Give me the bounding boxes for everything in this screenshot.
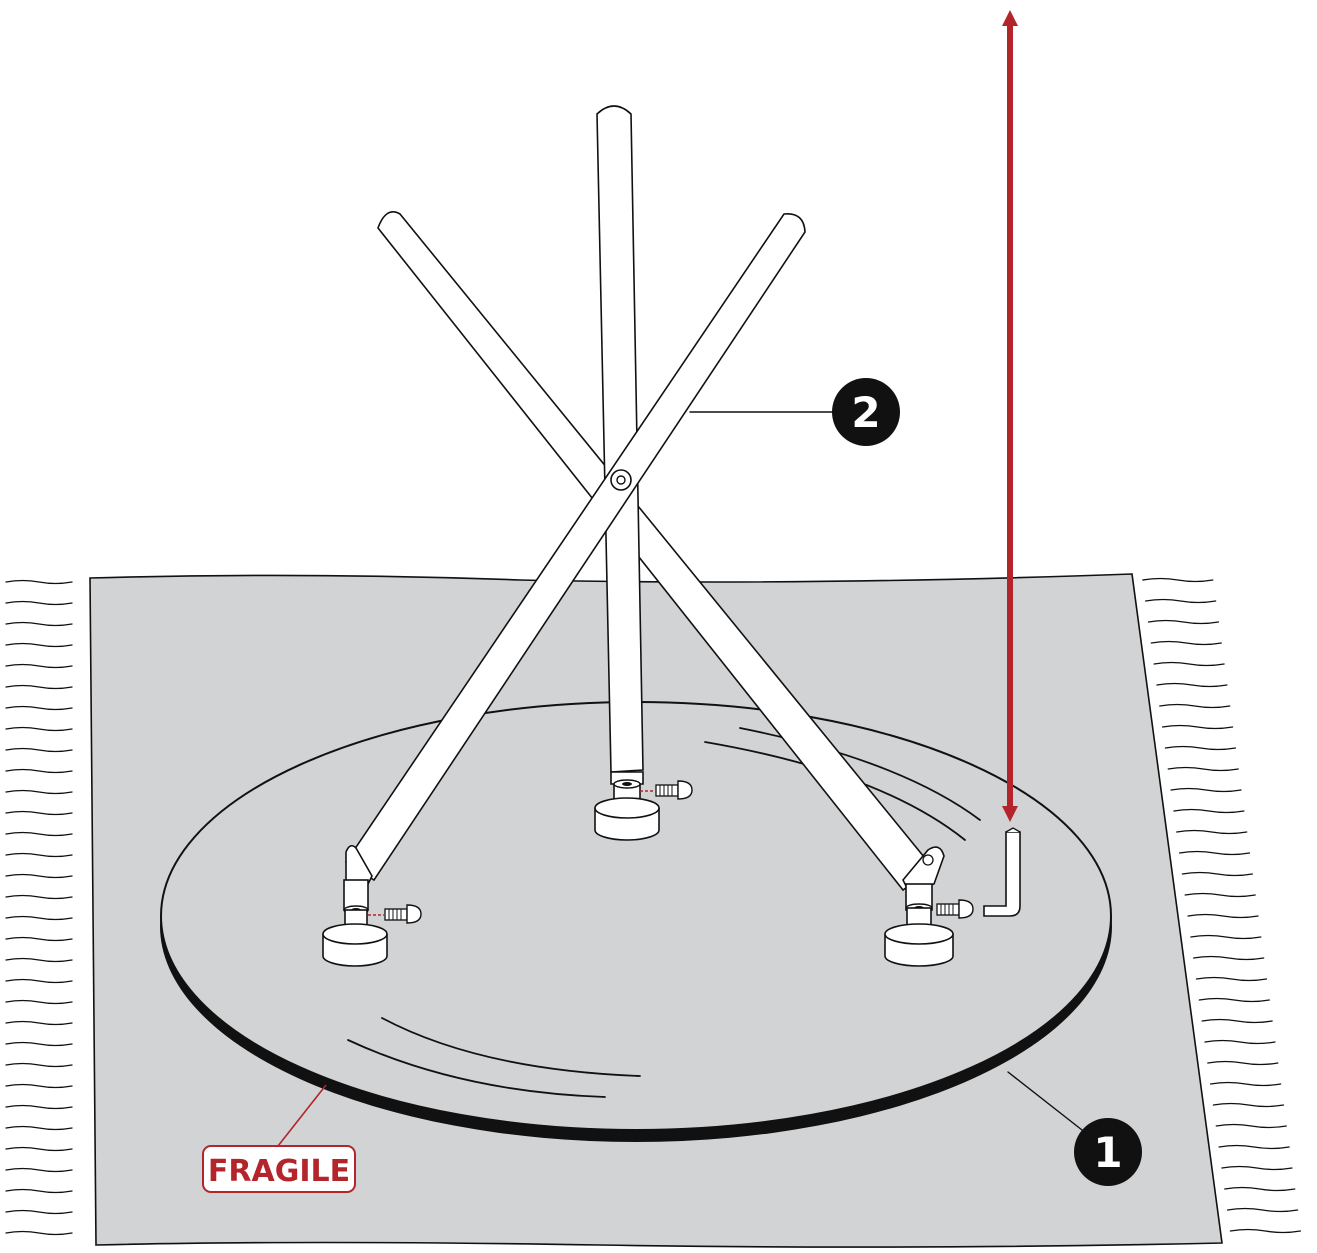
frame-leg-diagonal-a	[377, 211, 935, 892]
fragile-warning: FRAGILE	[202, 1084, 356, 1193]
callout-2-label: 2	[851, 388, 880, 437]
fringe-line	[1204, 1039, 1276, 1045]
fringe-line	[1181, 871, 1254, 877]
fringe-line	[5, 663, 73, 669]
fringe-line	[5, 1209, 73, 1215]
lift-arrow-icon	[1002, 10, 1018, 822]
fringe-line	[1190, 934, 1262, 940]
fringe-line	[1167, 766, 1239, 772]
fringe-line	[5, 1188, 73, 1194]
fringe-line	[5, 999, 73, 1005]
fringe-line	[1159, 703, 1231, 709]
fringe-line	[1142, 577, 1214, 583]
fringe-line	[5, 1104, 73, 1110]
fringe-line	[5, 684, 73, 690]
fringe-line	[1187, 913, 1259, 919]
fringe-line	[1226, 1207, 1299, 1213]
fringe-line	[1184, 892, 1256, 898]
fringe-line	[5, 873, 73, 879]
fringe-line	[5, 810, 73, 816]
fringe-line	[5, 957, 73, 963]
fringe-line	[5, 1041, 73, 1047]
fringe-line	[5, 1083, 73, 1089]
screw-icon	[384, 904, 422, 924]
callout-1-label: 1	[1093, 1128, 1122, 1177]
fringe-line	[1170, 787, 1242, 793]
fringe-line	[5, 894, 73, 900]
screw-icon	[936, 899, 974, 919]
fringe-line	[5, 747, 73, 753]
fringe-line	[5, 768, 73, 774]
fringe-line	[5, 852, 73, 858]
fringe-line	[5, 1230, 73, 1236]
fringe-line	[1209, 1081, 1282, 1087]
fringe-line	[5, 831, 73, 837]
fringe-line	[1144, 598, 1217, 604]
fringe-line	[1207, 1060, 1279, 1066]
fringe-line	[1193, 955, 1265, 961]
callout-1: 1	[1007, 1071, 1142, 1186]
fringe-line	[1212, 1102, 1285, 1108]
fringe-line	[5, 978, 73, 984]
fringe-line	[1147, 619, 1220, 625]
fringe-line	[5, 726, 73, 732]
fringe-line	[5, 705, 73, 711]
frame-leg-center	[596, 105, 644, 773]
fringe-line	[1153, 661, 1225, 667]
screw-icon	[655, 780, 693, 800]
table-frame	[344, 105, 935, 892]
foot-left	[322, 844, 422, 967]
fringe-line	[1198, 997, 1270, 1003]
fringe-line	[1215, 1123, 1287, 1129]
allen-key-icon	[983, 827, 1021, 917]
fringe-line	[5, 579, 73, 585]
fringe-line	[5, 1062, 73, 1068]
callout-2: 2	[689, 378, 900, 446]
fringe-line	[5, 1146, 73, 1152]
fringe-line	[5, 600, 73, 606]
fringe-line	[1195, 976, 1268, 982]
fragile-label: FRAGILE	[208, 1154, 350, 1189]
frame-leg-diagonal-b	[344, 213, 806, 882]
fringe-line	[1218, 1144, 1290, 1150]
blanket-fringe-right	[1142, 577, 1302, 1234]
fringe-line	[1150, 640, 1222, 646]
fringe-line	[5, 642, 73, 648]
fringe-line	[5, 915, 73, 921]
fringe-line	[1173, 808, 1245, 814]
blanket-fringe-left	[5, 579, 73, 1236]
fringe-line	[1164, 745, 1237, 751]
foot-center	[594, 771, 693, 841]
fringe-line	[1156, 682, 1228, 688]
fringe-line	[1178, 850, 1251, 856]
foot-right	[884, 846, 974, 967]
fringe-line	[5, 1125, 73, 1131]
fringe-line	[5, 789, 73, 795]
fringe-line	[1221, 1165, 1293, 1171]
fringe-line	[5, 1020, 73, 1026]
fringe-line	[1229, 1228, 1302, 1234]
fringe-line	[5, 621, 73, 627]
fringe-line	[1201, 1018, 1273, 1024]
fringe-line	[5, 936, 73, 942]
fringe-line	[1224, 1186, 1296, 1192]
fringe-line	[5, 1167, 73, 1173]
fringe-line	[1176, 829, 1248, 835]
fringe-line	[1161, 724, 1234, 730]
